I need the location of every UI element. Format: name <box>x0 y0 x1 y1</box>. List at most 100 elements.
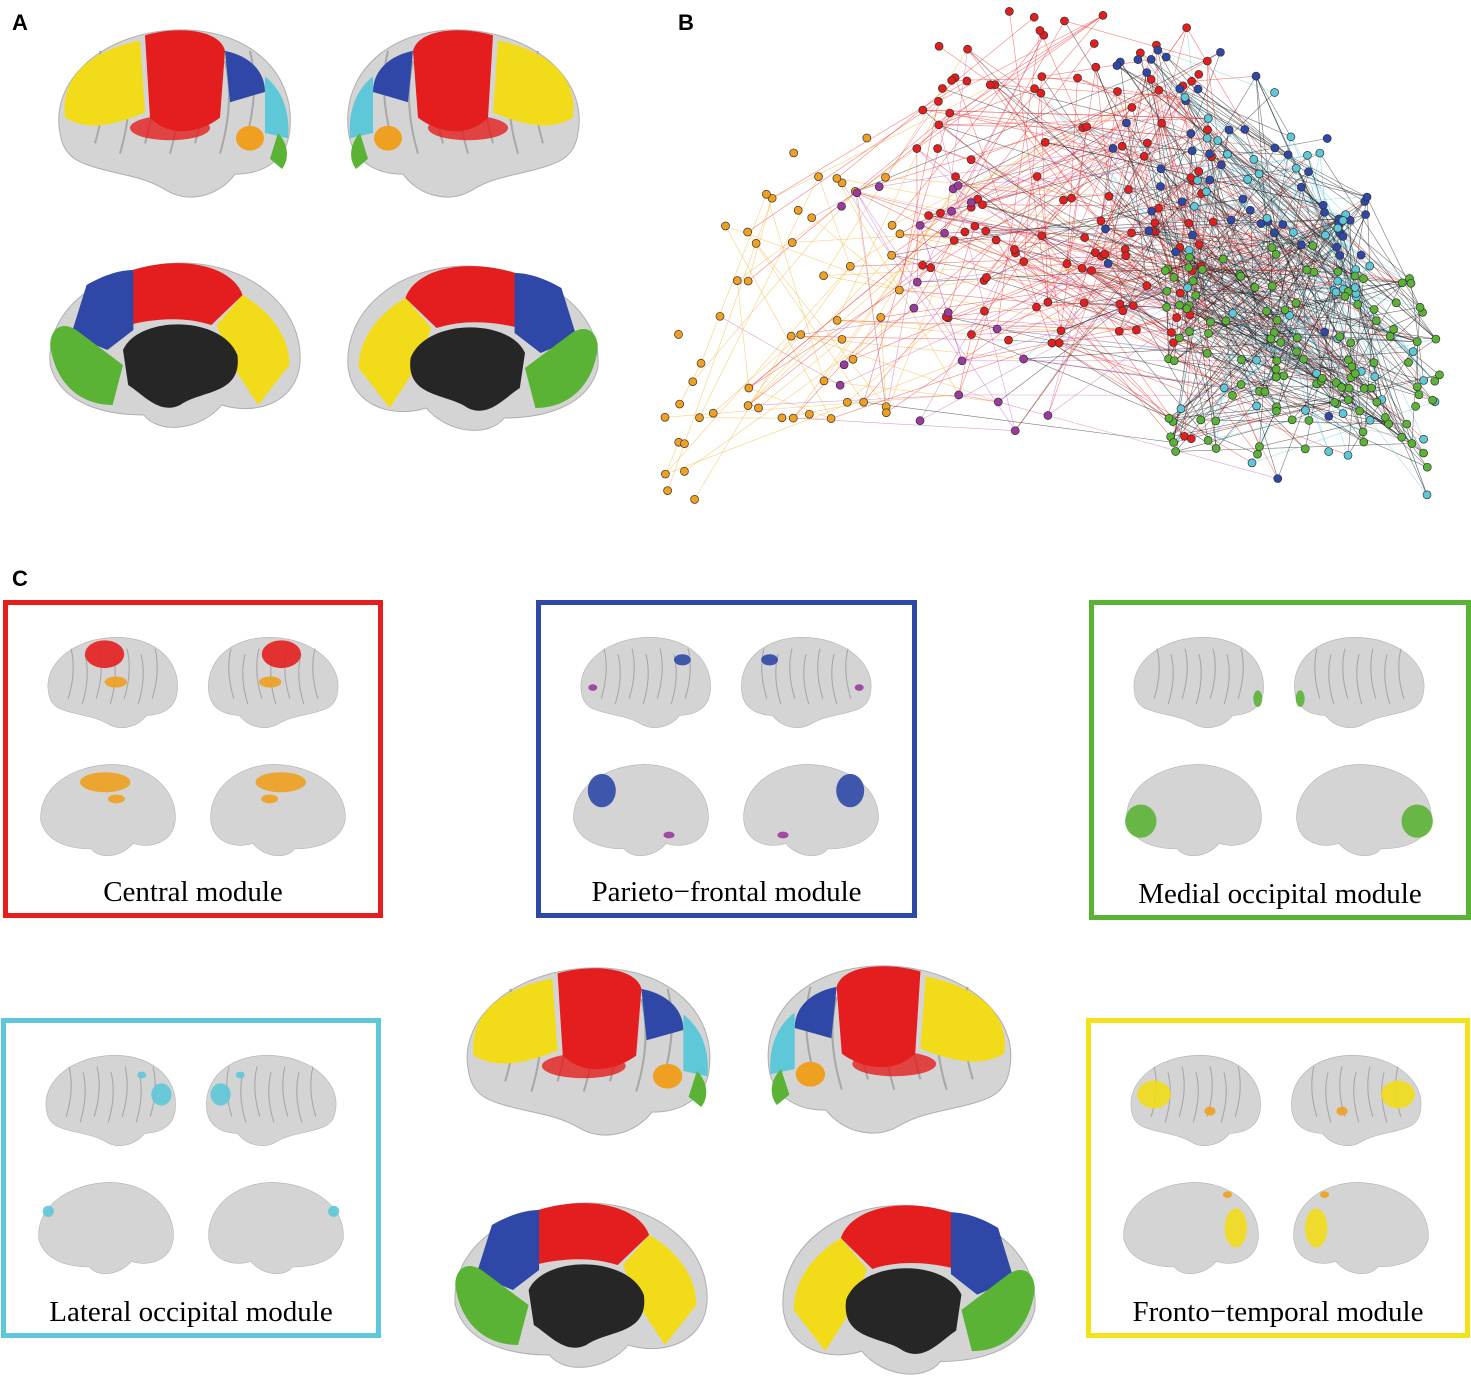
network-node <box>1358 427 1368 437</box>
module-region <box>1125 804 1157 838</box>
network-node <box>1037 231 1047 241</box>
region-fronto-temporal <box>920 976 1005 1062</box>
network-node <box>1251 71 1261 81</box>
network-node <box>1124 185 1133 194</box>
network-node <box>1226 215 1236 225</box>
network-node <box>1406 278 1416 288</box>
network-node <box>1356 250 1366 260</box>
network-edge <box>1108 196 1156 224</box>
network-edge <box>1172 383 1317 422</box>
network-node <box>1091 62 1101 72</box>
network-edge <box>1009 11 1049 303</box>
sulcus <box>151 648 158 699</box>
module-region <box>261 794 278 804</box>
sulcus <box>1356 654 1363 705</box>
network-node <box>1216 47 1225 57</box>
network-node <box>1161 52 1171 62</box>
network-edge <box>1061 220 1351 331</box>
region-lateral-occipital <box>683 1014 708 1077</box>
network-edge <box>737 280 750 389</box>
network-edge <box>841 182 963 361</box>
network-edge <box>1155 204 1324 224</box>
network-edge <box>1160 137 1208 169</box>
network-node <box>934 120 944 130</box>
network-edge <box>855 191 1126 250</box>
network-edge <box>747 255 892 406</box>
network-edge <box>1293 232 1317 374</box>
network-edge <box>856 84 996 194</box>
network-edge <box>961 317 1177 362</box>
network-edge <box>1173 155 1308 343</box>
panel-label-c: C <box>12 566 28 591</box>
network-edge <box>1160 186 1209 441</box>
network-node <box>1035 26 1045 35</box>
sulcus <box>600 648 607 699</box>
module-region <box>1224 1208 1247 1248</box>
sulcus <box>79 1072 86 1123</box>
network-node <box>1205 175 1215 185</box>
network-node <box>1177 197 1187 207</box>
network-edge <box>917 267 1189 283</box>
module-region <box>210 1083 231 1106</box>
network-edge <box>1363 309 1375 443</box>
network-node <box>1059 195 1068 205</box>
network-node <box>1243 175 1253 184</box>
network-edge <box>856 192 1126 257</box>
network-edge <box>1198 171 1273 287</box>
network-node <box>1128 301 1138 310</box>
network-edge <box>755 243 887 407</box>
module-region <box>328 1205 340 1217</box>
network-edge <box>899 233 1137 331</box>
network-node <box>1414 390 1424 400</box>
network-node <box>895 229 905 239</box>
network-node <box>1019 257 1029 266</box>
sulcus <box>282 1066 289 1117</box>
network-node <box>1194 240 1204 249</box>
network-edge <box>1101 256 1258 455</box>
network-edge <box>1148 230 1313 246</box>
region-fronto-temporal <box>793 1238 868 1352</box>
cortex <box>1296 764 1432 856</box>
network-node <box>1338 409 1348 418</box>
network-edge <box>1047 301 1170 419</box>
network-node <box>1121 251 1131 261</box>
network-node <box>839 360 849 370</box>
network-node <box>1114 326 1124 336</box>
region-parieto-frontal <box>794 986 837 1039</box>
network-edge <box>684 198 773 444</box>
network-node <box>887 250 896 260</box>
network-node <box>1203 436 1213 445</box>
network-edge <box>1171 177 1192 333</box>
network-node <box>1369 358 1379 368</box>
network-edge <box>879 145 1123 187</box>
network-node <box>1271 372 1281 382</box>
network-edge <box>1170 220 1344 437</box>
network-edge <box>725 225 832 419</box>
network-edge <box>1187 287 1358 305</box>
module-region <box>1381 1080 1415 1109</box>
network-edge <box>1140 52 1268 219</box>
network-node <box>1056 326 1066 336</box>
network-node <box>796 330 806 339</box>
network-node <box>957 356 967 366</box>
network-node <box>981 226 991 236</box>
network-node <box>1077 264 1087 273</box>
network-node <box>985 80 995 90</box>
network-edge <box>1058 90 1160 344</box>
network-edge <box>1045 142 1145 157</box>
network-node <box>1276 338 1286 347</box>
network-edge <box>1198 244 1428 468</box>
network-node <box>1004 335 1013 345</box>
network-edge <box>1140 52 1366 215</box>
network-edge <box>1209 153 1257 361</box>
network-node <box>1340 291 1350 301</box>
network-node <box>1422 462 1432 472</box>
sulcus <box>1342 648 1349 699</box>
sulcus <box>1192 1072 1199 1123</box>
network-node <box>721 221 730 231</box>
network-edge <box>958 52 1221 186</box>
network-edge <box>1184 403 1337 437</box>
network-node <box>743 276 753 286</box>
network-edge <box>1179 214 1346 339</box>
module-label: Medial occipital module <box>1138 878 1422 910</box>
